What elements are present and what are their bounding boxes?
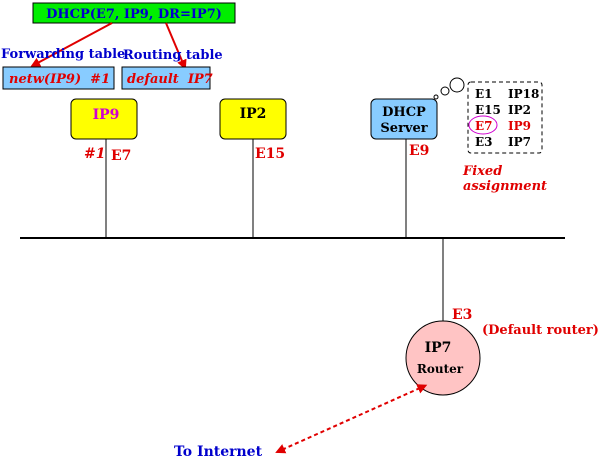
- host-ip2-mac: E15: [255, 146, 285, 162]
- host-ip9-label: IP9: [93, 107, 120, 123]
- routing-table-box: [121, 66, 211, 90]
- host-ip2-label: IP2: [240, 106, 267, 122]
- assignment-row-ip: IP9: [508, 119, 531, 133]
- thought-bubble-large: [449, 77, 465, 93]
- assignment-table-box: [467, 81, 543, 154]
- internet-label: To Internet: [174, 444, 263, 457]
- assignment-caption-line2: assignment: [463, 179, 547, 194]
- routing-table-entry: default IP7: [127, 72, 213, 87]
- arrow-to-forwarding-table: [30, 22, 113, 67]
- host-ip9-mac: E7: [111, 148, 131, 164]
- assignment-row-mac: E15: [475, 103, 501, 117]
- thought-bubble-small: [433, 94, 439, 100]
- routing-table-title: Routing table: [123, 48, 223, 63]
- router-label-ip: IP7: [425, 340, 452, 356]
- forwarding-table-entry: netw(IP9) #1: [9, 72, 110, 87]
- assignment-row-mac: E7: [475, 119, 493, 133]
- internet-link: [275, 384, 428, 454]
- assignment-row-mac: E1: [475, 87, 493, 101]
- assignment-highlight-circle: [468, 115, 498, 135]
- dhcp-server-box: [370, 98, 438, 140]
- arrow-to-routing-table: [165, 22, 187, 70]
- forwarding-table-title: Forwarding table: [1, 47, 125, 62]
- assignment-row-ip: IP7: [508, 135, 531, 149]
- assignment-caption-line1: Fixed: [462, 164, 502, 179]
- host-ip9-box: [70, 98, 138, 140]
- forwarding-table-box: [2, 66, 115, 90]
- dhcp-server-mac: E9: [409, 143, 429, 159]
- thought-bubble-medium: [440, 86, 450, 96]
- assignment-row-ip: IP18: [508, 87, 539, 101]
- dhcp-message-box: [32, 2, 236, 24]
- host-ip9-port: #1: [84, 146, 105, 162]
- router-label-name: Router: [417, 362, 464, 376]
- dhcp-message-text: DHCP(E7, IP9, DR=IP7): [46, 7, 222, 22]
- router-mac: E3: [452, 307, 472, 323]
- dhcp-server-label-line1: DHCP: [382, 105, 426, 120]
- assignment-row-ip: IP2: [508, 103, 531, 117]
- router-circle: [405, 320, 481, 396]
- router-role: (Default router): [482, 323, 599, 338]
- dhcp-server-label-line2: Server: [380, 121, 427, 136]
- assignment-row-mac: E3: [475, 135, 493, 149]
